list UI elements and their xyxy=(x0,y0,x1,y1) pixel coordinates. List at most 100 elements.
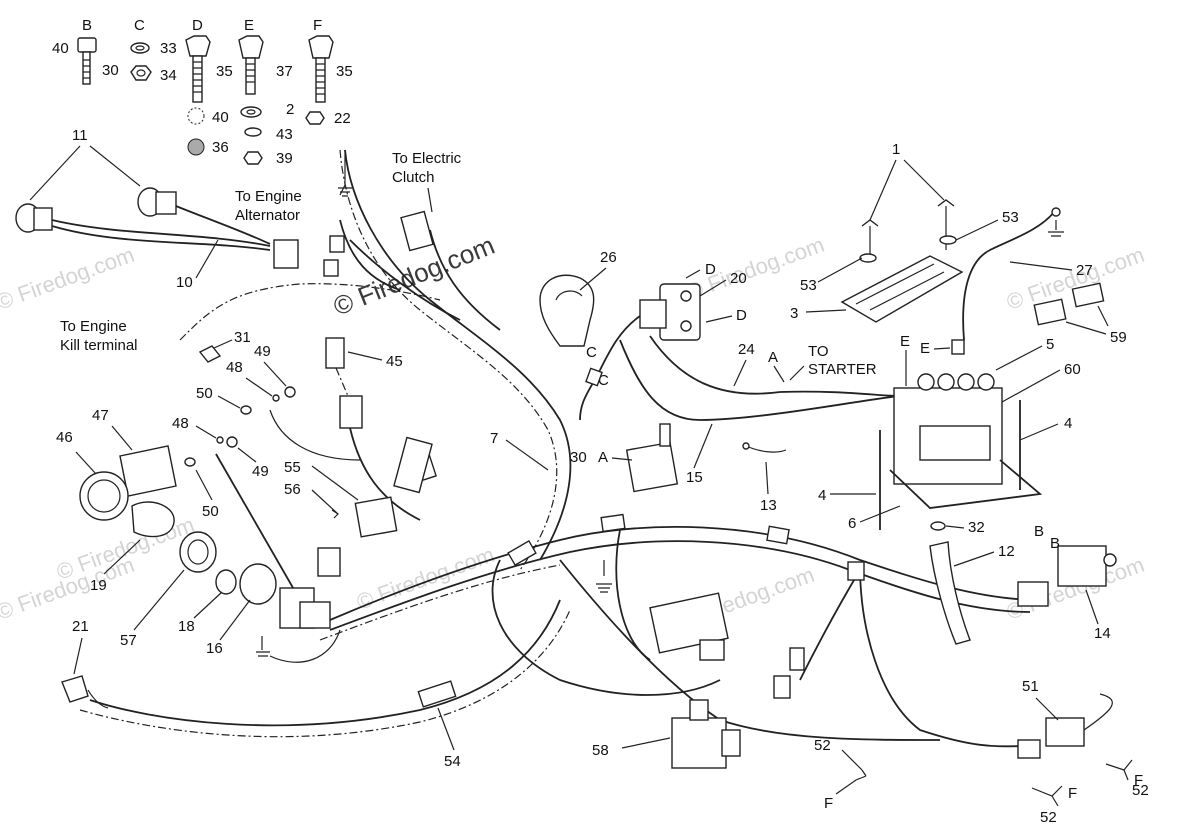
brake-switch-icon xyxy=(671,699,741,769)
callout-27: 27 xyxy=(1076,262,1093,279)
bolt-E-icon xyxy=(238,35,264,95)
ground-terminal-icon xyxy=(1105,759,1133,781)
callout-48: 48 xyxy=(226,359,243,376)
bolt-F-icon xyxy=(308,35,334,103)
boot-icon xyxy=(131,501,175,538)
callout-56: 56 xyxy=(284,481,301,498)
letter-A: A xyxy=(768,349,778,366)
lock-washer-icon xyxy=(272,394,280,402)
connector-icon xyxy=(773,675,791,699)
callout-43: 43 xyxy=(276,126,293,143)
note-starter: STARTER xyxy=(808,361,877,378)
header-F: F xyxy=(313,17,322,34)
nut-icon xyxy=(305,111,325,125)
connector-icon xyxy=(317,547,341,577)
letter-B: B xyxy=(1034,523,1044,540)
callout-19: 19 xyxy=(90,577,107,594)
bolt-B-icon xyxy=(77,37,97,85)
callout-6: 6 xyxy=(848,515,856,532)
letter-B: B xyxy=(1050,535,1060,552)
callout-50: 50 xyxy=(196,385,213,402)
relay-socket-icon xyxy=(354,496,398,538)
grommet-icon xyxy=(179,531,217,573)
callout-48: 48 xyxy=(172,415,189,432)
callout-49: 49 xyxy=(254,343,271,360)
callout-30: 30 xyxy=(102,62,119,79)
plug-icon xyxy=(61,675,109,709)
clutch-connector-icon xyxy=(400,210,434,252)
callout-4: 4 xyxy=(1064,415,1072,432)
callout-32: 32 xyxy=(968,519,985,536)
battery-icon xyxy=(879,373,1043,530)
header-D: D xyxy=(192,17,203,34)
letter-E: E xyxy=(900,333,910,350)
watermark-faint: © Firedog.com xyxy=(0,242,138,315)
callout-4: 4 xyxy=(818,487,826,504)
wire-lead-icon xyxy=(745,445,787,453)
ignition-module-icon xyxy=(649,592,729,661)
callout-35: 35 xyxy=(336,63,353,80)
washer-icon xyxy=(859,253,877,263)
nut-icon xyxy=(284,386,296,398)
callout-13: 13 xyxy=(760,497,777,514)
hold-down-bracket-icon xyxy=(840,255,964,323)
washer-icon xyxy=(130,42,150,54)
callout-40: 40 xyxy=(212,109,229,126)
callout-52: 52 xyxy=(1040,809,1057,826)
callout-2: 2 xyxy=(286,101,294,118)
bracket-icon xyxy=(119,445,177,497)
callout-24: 24 xyxy=(738,341,755,358)
connector-icon xyxy=(339,395,363,429)
callout-26: 26 xyxy=(600,249,617,266)
callout-1: 1 xyxy=(892,141,900,158)
relay-icon xyxy=(625,423,679,493)
letter-E: E xyxy=(920,340,930,357)
note-kill-terminal: Kill terminal xyxy=(60,337,138,354)
washer-icon xyxy=(240,106,262,118)
starter-solenoid-icon xyxy=(639,283,701,341)
note-kill-terminal: To Engine xyxy=(60,318,127,335)
headlight-bulb-icon xyxy=(137,187,177,217)
headlight-bulb-icon xyxy=(15,203,53,233)
connector-icon xyxy=(325,337,345,369)
callout-49: 49 xyxy=(252,463,269,480)
callout-53: 53 xyxy=(1002,209,1019,226)
ground-terminal-icon xyxy=(835,769,867,795)
callout-52: 52 xyxy=(814,737,831,754)
callout-53: 53 xyxy=(800,277,817,294)
ignition-switch-icon xyxy=(239,563,331,629)
callout-22: 22 xyxy=(334,110,351,127)
fuel-line-icon xyxy=(929,541,971,645)
nut-icon xyxy=(187,138,205,156)
callout-59: 59 xyxy=(1110,329,1127,346)
inline-fuse-icon xyxy=(417,680,457,708)
clip-icon xyxy=(198,345,222,363)
nut-icon xyxy=(215,569,237,595)
washer-icon xyxy=(939,235,957,245)
callout-34: 34 xyxy=(160,67,177,84)
callout-46: 46 xyxy=(56,429,73,446)
callout-16: 16 xyxy=(206,640,223,657)
callout-57: 57 xyxy=(120,632,137,649)
letter-D: D xyxy=(705,261,716,278)
callout-58: 58 xyxy=(592,742,609,759)
terminal-icon xyxy=(951,339,965,355)
terminal-cover-icon xyxy=(1071,282,1105,308)
callout-37: 37 xyxy=(276,63,293,80)
header-B: B xyxy=(82,17,92,34)
rod-icon xyxy=(215,453,301,601)
letter-F: F xyxy=(1068,785,1077,802)
letter-F: F xyxy=(1134,772,1143,789)
connector-icon xyxy=(323,259,339,277)
callout-11: 11 xyxy=(72,127,88,144)
terminal-cover-icon xyxy=(1033,298,1067,326)
connector-icon xyxy=(329,235,345,253)
callout-35: 35 xyxy=(216,63,233,80)
note-electric-clutch: Clutch xyxy=(392,169,435,186)
callout-7: 7 xyxy=(490,430,498,447)
callout-12: 12 xyxy=(998,543,1015,560)
indicator-lamp-icon xyxy=(79,471,129,521)
letter-D: D xyxy=(736,307,747,324)
connector-icon xyxy=(393,436,433,494)
